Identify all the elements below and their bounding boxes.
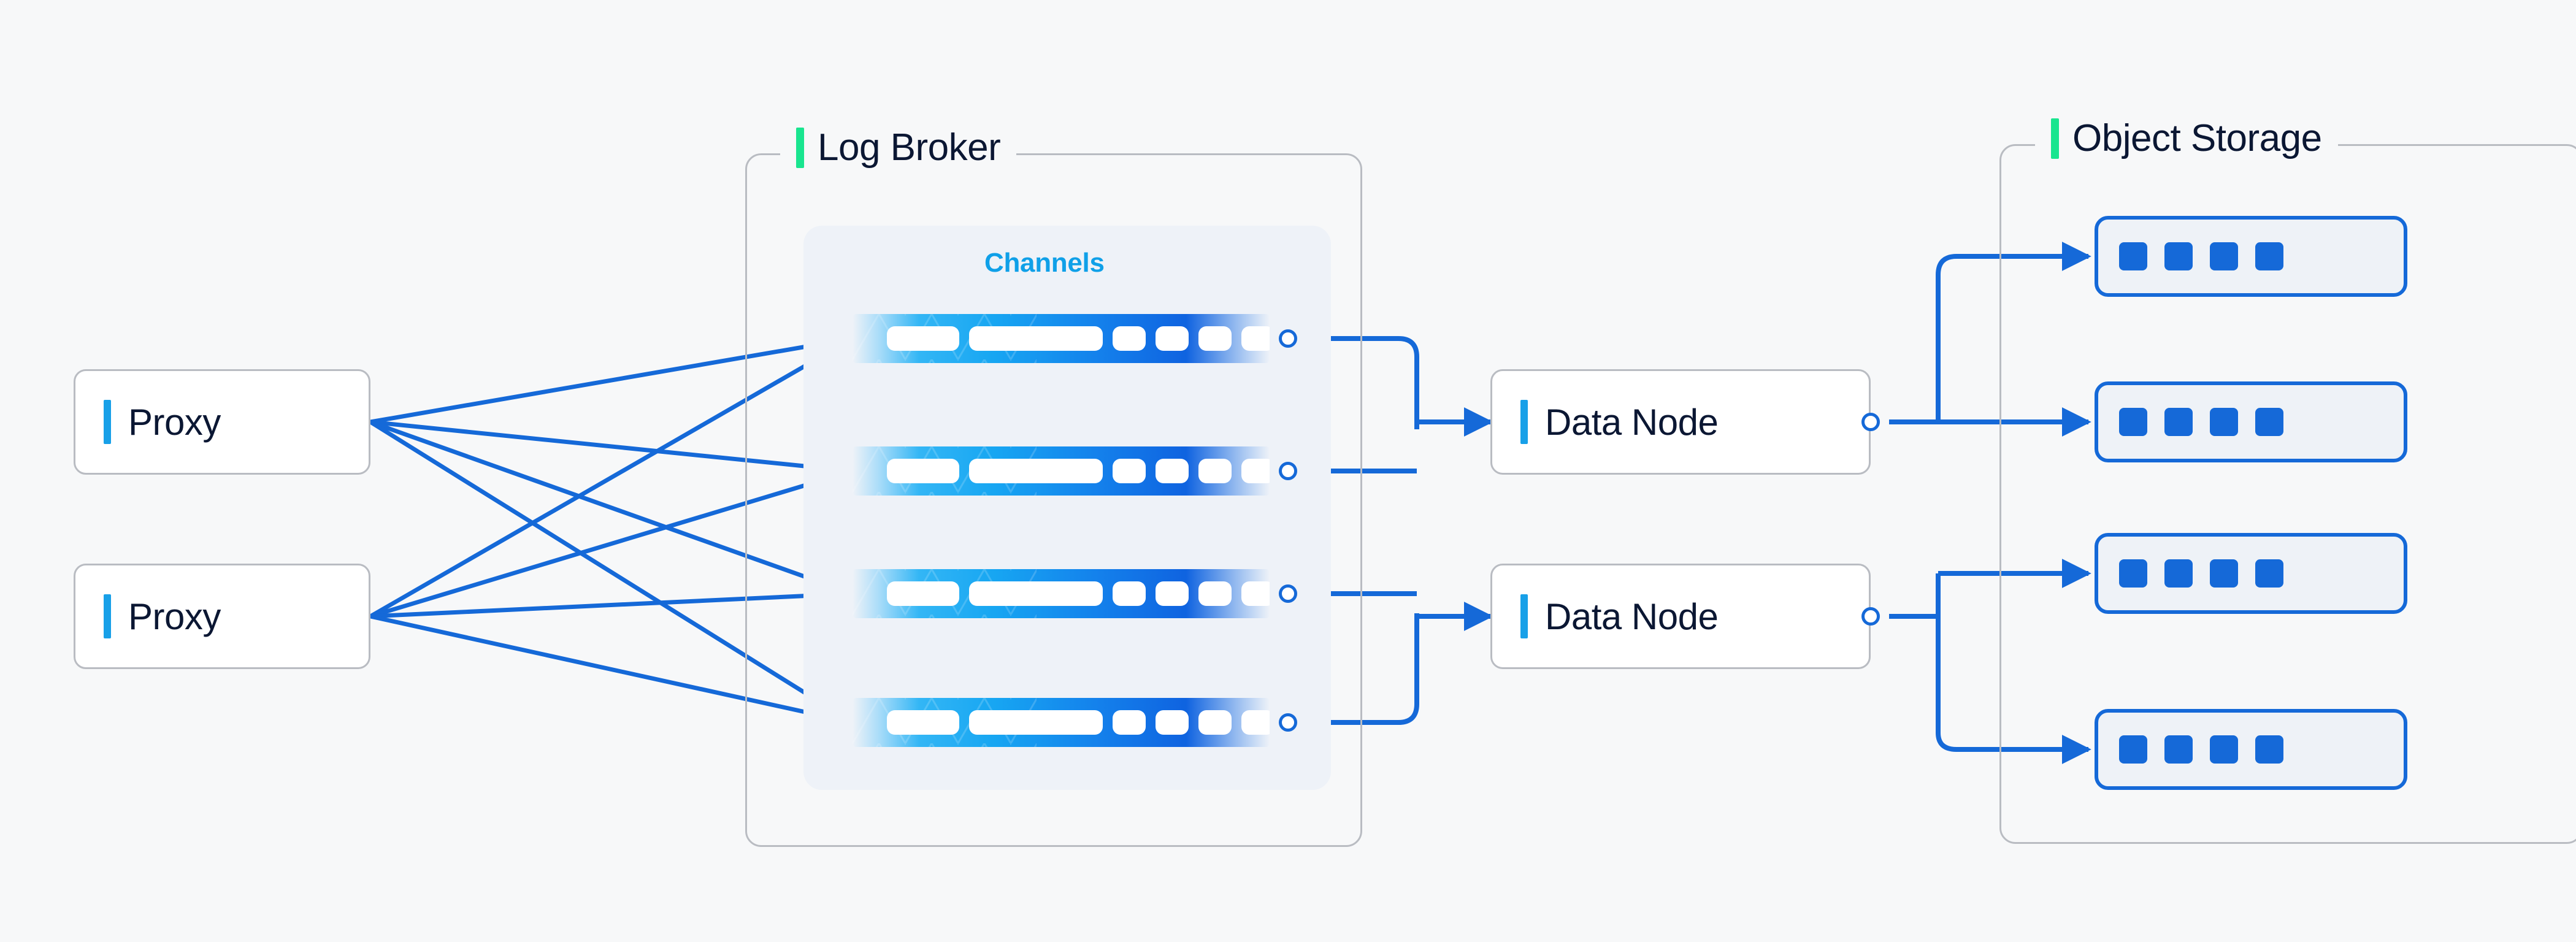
group-title-log-broker: Log Broker [780,126,1017,169]
channel-bar[interactable] [853,698,1270,747]
channel-message-block [887,581,959,606]
channel-message-block [887,326,959,351]
group-log-broker [745,153,1362,847]
channel-message-block [1113,326,1146,351]
accent-bar-icon [104,594,111,638]
storage-cell [2255,242,2283,270]
channel-message-block [1198,326,1232,351]
channel-message-block [1241,581,1270,606]
channel-message-block [1198,581,1232,606]
storage-cell [2210,242,2238,270]
channel-message-block [969,581,1103,606]
storage-cell [2210,735,2238,764]
channel-message-block [1156,459,1189,483]
storage-cell [2255,735,2283,764]
group-title-object-storage: Object Storage [2035,117,2338,160]
storage-block[interactable] [2095,216,2407,297]
channel-bar[interactable] [853,446,1270,496]
channel-message-block [1198,710,1232,735]
channel-message-block [1113,710,1146,735]
storage-block[interactable] [2095,381,2407,462]
port-channel-4[interactable] [1279,713,1297,732]
channel-message-blocks [853,710,1270,735]
storage-cell [2210,408,2238,436]
proxy-box-2[interactable]: Proxy [74,564,370,669]
channel-message-block [969,459,1103,483]
channel-message-block [969,326,1103,351]
channel-message-block [887,710,959,735]
storage-cell [2119,242,2147,270]
port-channel-1[interactable] [1279,329,1297,348]
storage-cell [2255,559,2283,588]
storage-cell [2164,735,2193,764]
channel-message-block [1113,459,1146,483]
accent-bar-icon [1520,400,1528,444]
storage-cell [2164,408,2193,436]
proxy-label: Proxy [128,595,221,637]
port-channel-2[interactable] [1279,462,1297,480]
channel-message-blocks [853,326,1270,351]
port-channel-3[interactable] [1279,584,1297,603]
proxy-label: Proxy [128,401,221,443]
accent-bar-icon [1520,594,1528,638]
channel-message-block [1241,326,1270,351]
channel-message-block [1113,581,1146,606]
accent-bar-icon [104,400,111,444]
storage-cell [2210,559,2238,588]
channel-message-block [1241,459,1270,483]
port-data-node-1[interactable] [1861,413,1880,431]
proxy-box-1[interactable]: Proxy [74,369,370,475]
storage-cell [2119,559,2147,588]
channel-message-block [1198,459,1232,483]
channels-heading: Channels [984,248,1105,278]
storage-cell [2119,735,2147,764]
group-label: Object Storage [2072,117,2322,159]
group-label: Log Broker [818,126,1001,169]
data-node-box-2[interactable]: Data Node [1490,564,1871,669]
data-node-box-1[interactable]: Data Node [1490,369,1871,475]
storage-cell [2164,559,2193,588]
storage-cell [2255,408,2283,436]
port-data-node-2[interactable] [1861,607,1880,626]
accent-bar-icon [2051,118,2059,159]
storage-block[interactable] [2095,709,2407,790]
channel-bar[interactable] [853,569,1270,618]
data-node-label: Data Node [1545,401,1719,443]
channel-message-block [969,710,1103,735]
channel-message-block [1241,710,1270,735]
channel-message-block [887,459,959,483]
channel-bar[interactable] [853,314,1270,363]
storage-cell [2119,408,2147,436]
storage-block[interactable] [2095,533,2407,614]
data-node-label: Data Node [1545,595,1719,637]
channel-message-block [1156,710,1189,735]
channel-message-blocks [853,459,1270,483]
channel-message-blocks [853,581,1270,606]
accent-bar-icon [796,127,804,168]
channel-message-block [1156,581,1189,606]
storage-cell [2164,242,2193,270]
channel-message-block [1156,326,1189,351]
